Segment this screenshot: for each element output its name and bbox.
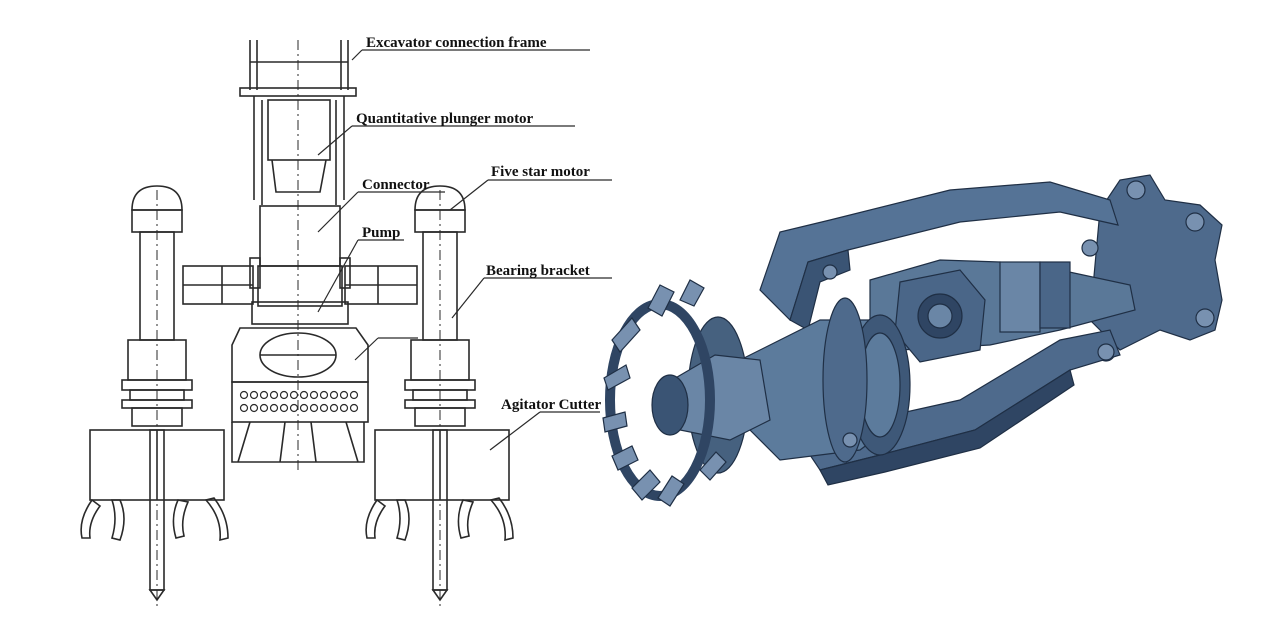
label-bearing-bracket: Bearing bracket: [486, 263, 590, 279]
right-motor-assembly: [374, 185, 510, 610]
hinge-bolts: [822, 239, 1115, 448]
connector-body: [259, 205, 341, 267]
rear-flange: [822, 297, 868, 463]
label-plunger-motor: Quantitative plunger motor: [356, 111, 534, 127]
excavator-connection-frame: [239, 40, 357, 200]
label-connector: Connector: [362, 177, 430, 193]
leader-lines: [317, 49, 612, 451]
cross-beams: [182, 265, 418, 305]
plunger-motor: [261, 99, 337, 205]
left-motor-assembly: [89, 185, 225, 610]
label-agitator-cutter: Agitator Cutter: [501, 397, 602, 413]
technical-drawing: [80, 40, 612, 610]
label-excavator-connection-frame: Excavator connection frame: [366, 35, 547, 51]
pump-screen-holes: [239, 390, 359, 413]
right-agitator-blades: [365, 497, 514, 542]
label-pump: Pump: [362, 225, 401, 241]
left-agitator-blades: [80, 497, 229, 542]
model-render: [602, 174, 1223, 507]
pump-skirt: [231, 421, 365, 463]
pump-housing: [231, 257, 369, 423]
cutter-teeth: [602, 279, 727, 507]
label-five-star-motor: Five star motor: [491, 164, 590, 180]
